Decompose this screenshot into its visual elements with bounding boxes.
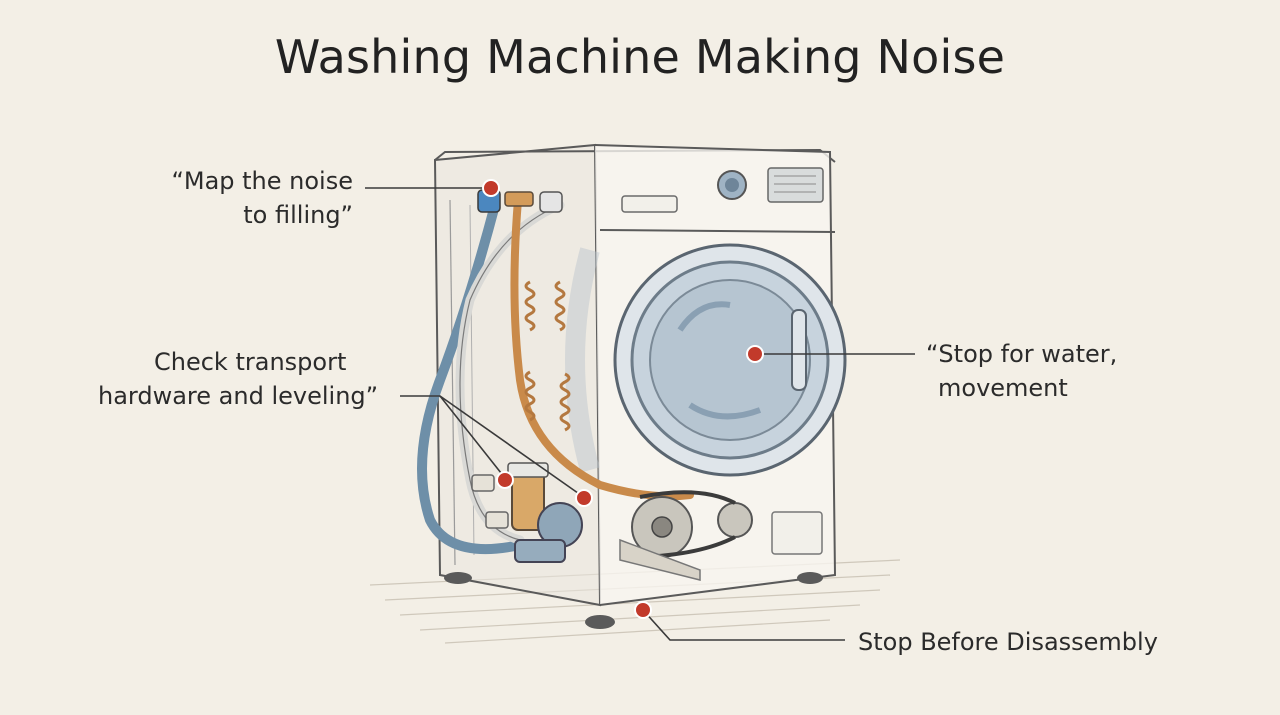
display-panel [767,167,824,203]
service-hatch [771,511,823,555]
machine-feet [444,572,823,629]
motor-and-belt [619,490,823,581]
callout-disassembly-line1: Stop Before Disassembly [858,628,1158,656]
inlet-valves [477,189,563,213]
callout-transport-line1: Check transport [154,348,347,376]
callout-water-line2: movement [938,374,1068,402]
door-and-drum [565,243,847,477]
detergent-drawer [621,195,678,213]
callout-transport: Check transport hardware and leveling” [98,345,398,413]
callout-water-line1: “Stop for water, [926,340,1118,368]
control-panel [621,167,824,213]
page-title: Washing Machine Making Noise [274,30,1006,84]
door-handle [791,309,807,391]
pump-filter [471,462,583,563]
suspension-springs [524,280,571,432]
callout-leaders [365,187,915,641]
copper-pipe [510,196,694,501]
leader-transport-2 [439,395,586,499]
callout-filling-line2: to filling” [243,201,353,229]
callout-markers [482,179,764,619]
hoses [417,196,694,555]
marker-transport [496,471,514,489]
marker-disassembly [634,601,652,619]
callout-filling-line1: “Map the noise [171,167,353,195]
callout-filling: “Map the noise to filling” [120,164,353,232]
marker-filling [482,179,500,197]
callout-water: “Stop for water, movement [926,337,1186,405]
callout-disassembly: Stop Before Disassembly [858,625,1188,659]
marker-belt [575,489,593,507]
callout-transport-line2: hardware and leveling” [98,382,379,410]
marker-water [746,345,764,363]
motor-pulley [717,502,753,538]
leader-disassembly [642,609,845,641]
